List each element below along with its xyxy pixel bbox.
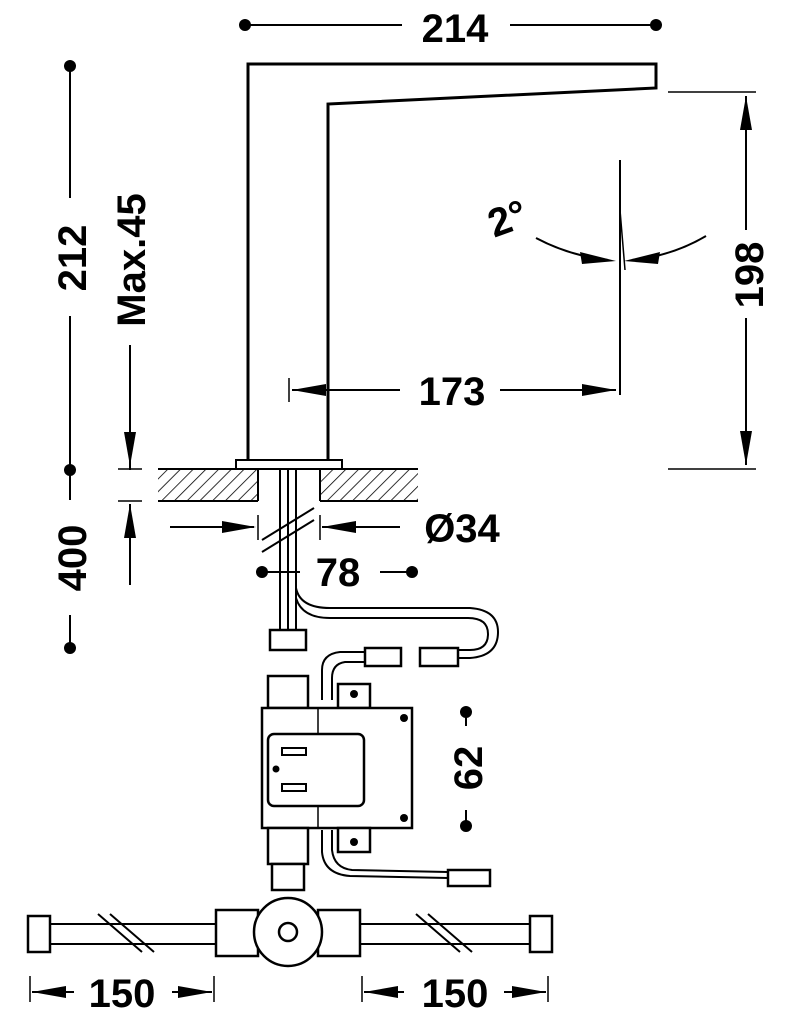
dim-label-212: 212 [51, 225, 95, 292]
dimension-width-top: 214 [239, 7, 662, 51]
dimension-hose-right: 150 [361, 972, 549, 1016]
dim-label-78: 78 [316, 551, 361, 595]
dimension-hose-left: 150 [29, 972, 215, 1016]
dimension-angle: 2° [482, 160, 707, 395]
dimension-spout-reach: 173 [288, 370, 616, 414]
inlet-tee [26, 896, 554, 968]
dim-label-150-left: 150 [89, 972, 156, 1016]
dim-label-diameter: Ø34 [424, 507, 500, 551]
dim-label-198: 198 [728, 242, 772, 309]
shank-hoses [261, 469, 500, 700]
dimension-max-deck: Max.45 [110, 193, 154, 585]
dimension-box-height: 62 [447, 706, 491, 832]
dim-label-150-right: 150 [422, 972, 489, 1016]
dimension-height-left: 212 400 [51, 60, 95, 654]
dim-label-400: 400 [51, 525, 95, 592]
dim-label-173: 173 [419, 370, 486, 414]
dim-label-max45: Max.45 [110, 193, 154, 326]
control-box [260, 674, 492, 892]
mounting-deck [158, 468, 418, 502]
dimension-spout-height: 198 [668, 91, 772, 470]
dimension-hole-diameter: Ø34 [170, 507, 501, 551]
dim-label-62: 62 [447, 746, 491, 791]
dimension-inlet-offset: 78 [256, 551, 418, 595]
dim-label-angle: 2° [482, 192, 533, 246]
dim-label-214: 214 [422, 7, 489, 51]
